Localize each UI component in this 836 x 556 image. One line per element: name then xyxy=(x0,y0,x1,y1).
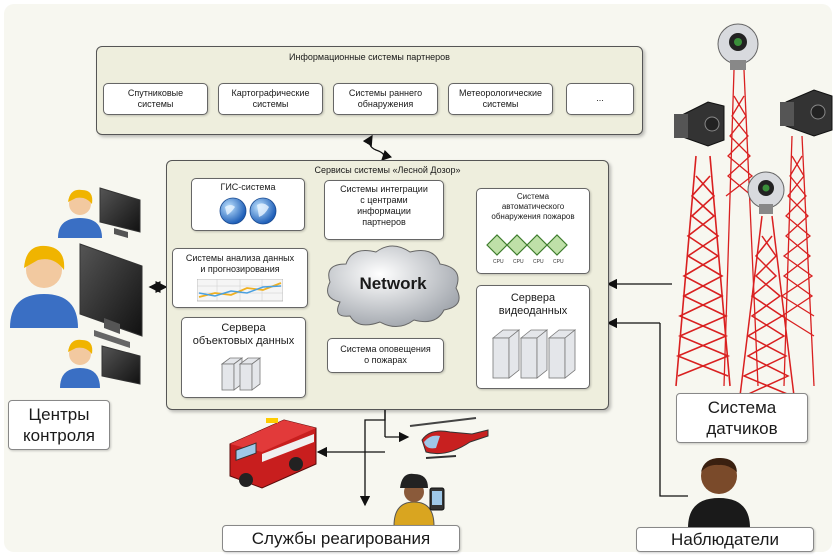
sensor-towers-illustration xyxy=(674,23,833,397)
network-label: Network xyxy=(359,274,427,293)
video-server-icon xyxy=(491,329,577,379)
control-center-illustration xyxy=(10,187,143,388)
gis-label: ГИС-система xyxy=(220,182,276,192)
partner-cartographic-box: Картографические системы xyxy=(218,83,323,115)
observer-link xyxy=(659,323,688,497)
operator-2-icon xyxy=(10,245,78,328)
camera-right-icon xyxy=(780,89,833,137)
cpu-text-3: CPU xyxy=(533,259,544,265)
tower-right-icon xyxy=(780,135,815,387)
services-title: Сервисы системы «Лесной Дозор» xyxy=(314,165,461,175)
firefighter-icon xyxy=(393,473,445,526)
monitor-3-icon xyxy=(101,345,141,385)
partner-early-detection-label: Системы раннего обнаружения xyxy=(348,88,423,109)
video-servers-label: Сервера видеоданных xyxy=(498,292,568,317)
network-cloud-icon xyxy=(327,245,460,327)
helicopter-icon xyxy=(409,417,489,459)
cpu-cluster-icon: CPU CPU CPU CPU xyxy=(486,234,568,265)
integration-box: Системы интеграции с центрами информации… xyxy=(324,180,444,240)
alert-label: Система оповещения о пожарах xyxy=(340,344,431,365)
server-icon xyxy=(220,357,262,391)
monitor-2-icon xyxy=(79,243,143,348)
cpu-text-4: CPU xyxy=(553,259,564,265)
auto-detection-label: Система автоматического обнаружения пожа… xyxy=(491,192,575,221)
object-servers-box: Сервера объектовых данных xyxy=(181,317,306,398)
tower-back-icon xyxy=(723,69,759,387)
observers-label: Наблюдатели xyxy=(636,527,814,552)
partner-more-label: ... xyxy=(596,93,604,103)
fire-truck-icon xyxy=(229,418,317,489)
cpu-text-1: CPU xyxy=(493,259,504,265)
sensor-system-label: Система датчиков xyxy=(676,393,808,443)
partners-title: Информационные системы партнеров xyxy=(289,52,450,62)
partner-satellite-box: Спутниковые системы xyxy=(103,83,208,115)
analysis-box: Системы анализа данных и прогнозирования xyxy=(172,248,308,308)
object-servers-label: Сервера объектовых данных xyxy=(192,322,295,347)
integration-label: Системы интеграции с центрами информации… xyxy=(340,184,428,227)
tower-left-icon xyxy=(675,155,731,387)
partners-services-link xyxy=(362,134,393,161)
globe-icon xyxy=(219,197,277,225)
operator-1-icon xyxy=(58,189,102,238)
gis-box: ГИС-система xyxy=(191,178,305,231)
analysis-label: Системы анализа данных и прогнозирования xyxy=(185,253,295,274)
partner-early-detection-box: Системы раннего обнаружения xyxy=(333,83,438,115)
auto-detection-box: Система автоматического обнаружения пожа… xyxy=(476,188,590,274)
response-services-label: Службы реагирования xyxy=(222,525,460,552)
chart-icon xyxy=(197,279,283,302)
control-centers-label: Центры контроля xyxy=(8,400,110,450)
video-servers-box: Сервера видеоданных xyxy=(476,285,590,389)
camera-left-icon xyxy=(674,101,725,147)
partner-more-box: ... xyxy=(566,83,634,115)
response-link-person xyxy=(359,410,386,507)
partner-meteo-box: Метеорологические системы xyxy=(448,83,553,115)
monitor-1-icon xyxy=(99,187,141,238)
camera-top-icon xyxy=(717,23,759,70)
operator-3-icon xyxy=(60,339,100,388)
partner-cartographic-label: Картографические системы xyxy=(231,88,310,109)
partner-meteo-label: Метеорологические системы xyxy=(459,88,542,109)
alert-box: Система оповещения о пожарах xyxy=(327,338,444,373)
partner-satellite-label: Спутниковые системы xyxy=(127,88,184,109)
cpu-text-2: CPU xyxy=(513,259,524,265)
observer-icon xyxy=(688,458,750,528)
tower-center-icon xyxy=(739,215,795,397)
camera-center-icon xyxy=(747,171,785,214)
